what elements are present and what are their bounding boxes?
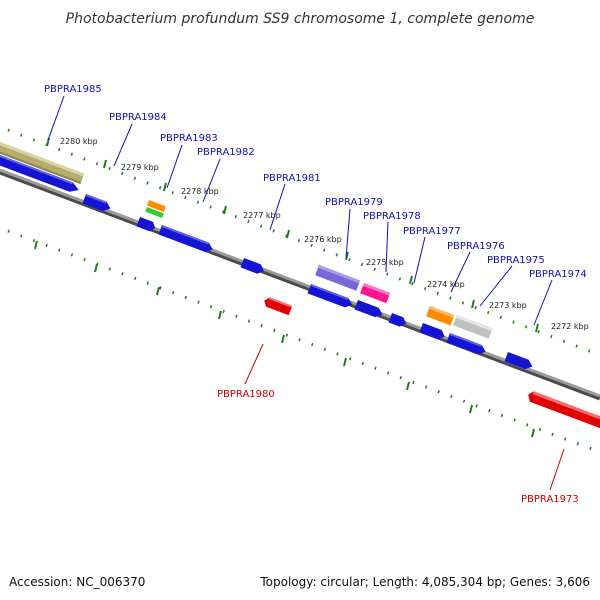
label-pbpra1976[interactable]: PBPRA1976 <box>447 241 505 252</box>
bottom-leader-lines <box>244 343 565 491</box>
cds-1977 <box>388 313 407 327</box>
label-pbpra1977[interactable]: PBPRA1977 <box>403 226 461 237</box>
major-ticks <box>34 137 539 438</box>
cds-1985 <box>0 151 79 192</box>
scale-label-2278: 2278 kbp <box>181 187 219 196</box>
cds-1981b <box>240 258 264 274</box>
label-pbpra1983[interactable]: PBPRA1983 <box>160 133 218 144</box>
cds-1978 <box>360 283 391 304</box>
cds-1975 <box>453 315 493 339</box>
cds-1983a <box>146 200 166 212</box>
upper-tick-track <box>7 128 600 357</box>
cds-1981a <box>158 225 213 252</box>
label-pbpra1979[interactable]: PBPRA1979 <box>325 197 383 208</box>
cds-1984 <box>82 194 111 212</box>
label-pbpra1980[interactable]: PBPRA1980 <box>217 389 275 400</box>
scale-label-2277: 2277 kbp <box>243 211 281 220</box>
cds-1976 <box>426 306 455 326</box>
cds-1979 <box>315 265 361 291</box>
scale-label-2276: 2276 kbp <box>304 235 342 244</box>
label-pbpra1982[interactable]: PBPRA1982 <box>197 147 255 158</box>
label-pbpra1978[interactable]: PBPRA1978 <box>363 211 421 222</box>
top-gene-labels: PBPRA1985 PBPRA1984 PBPRA1983 PBPRA1982 … <box>44 84 587 280</box>
cds-1982 <box>136 217 156 232</box>
cds-1976b <box>419 323 445 340</box>
label-pbpra1975[interactable]: PBPRA1975 <box>487 255 545 266</box>
scale-label-2274: 2274 kbp <box>427 280 465 289</box>
feature-track <box>0 138 600 432</box>
scale-labels: 2280 kbp 2279 kbp 2278 kbp 2277 kbp 2276… <box>60 137 589 331</box>
accession-text: Accession: NC_006370 <box>9 575 145 589</box>
label-pbpra1985[interactable]: PBPRA1985 <box>44 84 102 95</box>
scale-label-2272: 2272 kbp <box>551 322 589 331</box>
cds-1975b <box>446 333 486 355</box>
cds-1974 <box>504 352 533 370</box>
scale-label-2275: 2275 kbp <box>366 258 404 267</box>
label-pbpra1984[interactable]: PBPRA1984 <box>109 112 167 123</box>
label-pbpra1973[interactable]: PBPRA1973 <box>521 494 579 505</box>
scale-label-2280: 2280 kbp <box>60 137 98 146</box>
cds-1979b <box>307 284 353 308</box>
bottom-gene-labels: PBPRA1980 PBPRA1973 <box>217 389 579 505</box>
topology-text: Topology: circular; Length: 4,085,304 bp… <box>259 575 590 589</box>
scale-label-2279: 2279 kbp <box>121 163 159 172</box>
cds-1973 <box>528 391 600 432</box>
label-pbpra1974[interactable]: PBPRA1974 <box>529 269 587 280</box>
map-title: Photobacterium profundum SS9 chromosome … <box>66 11 535 27</box>
label-pbpra1981[interactable]: PBPRA1981 <box>263 173 321 184</box>
cds-1978b <box>354 300 383 318</box>
top-leader-lines <box>47 95 553 326</box>
lower-tick-track <box>7 229 600 454</box>
cds-1983b <box>145 207 164 219</box>
scale-label-2273: 2273 kbp <box>489 301 527 310</box>
cds-1980 <box>264 297 293 316</box>
feature-olive <box>0 138 85 184</box>
